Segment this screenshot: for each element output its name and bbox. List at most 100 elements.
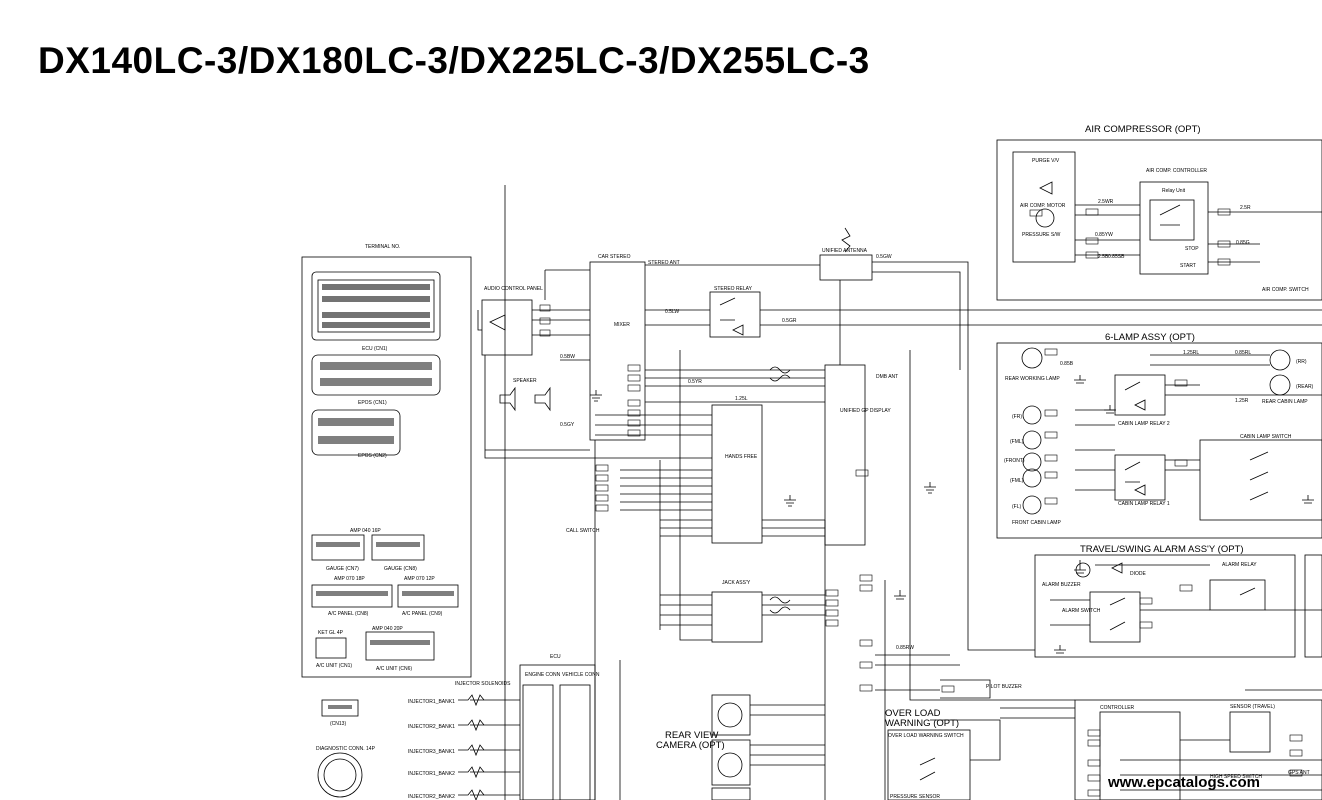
label-engine-conn: ENGINE CONN (525, 672, 561, 678)
wire-label: 0.85G (1236, 240, 1250, 246)
section-air-compressor: AIR COMPRESSOR (OPT) (1085, 124, 1201, 135)
label-mixer: MIXER (614, 322, 630, 328)
label-sensor-travel: SENSOR (TRAVEL) (1230, 704, 1275, 710)
section-rear-camera-2: CAMERA (OPT) (656, 740, 725, 751)
label-call-switch: CALL SWITCH (566, 528, 600, 534)
wire-label: 0.5GR (782, 318, 797, 324)
label-audio-panel: AUDIO CONTROL PANEL (484, 286, 543, 292)
label-pilot-buzzer: PILOT BUZZER (986, 684, 1022, 690)
label-dmb-ant: DMB ANT (876, 374, 898, 380)
label-cabin-lamp-switch: CABIN LAMP SWITCH (1240, 434, 1292, 440)
section-overload-2: WARNING (OPT) (885, 718, 959, 729)
controller-frame (1074, 699, 1322, 800)
label-gps-ant: GPS ANT (1288, 770, 1310, 776)
label-injector-1: INJECTOR1_BANK1 (408, 699, 455, 705)
label-alarm-relay: ALARM RELAY (1222, 562, 1257, 568)
section-rear-camera-1: REAR VIEW (665, 730, 718, 741)
section-six-lamp: 6-LAMP ASSY (OPT) (1105, 332, 1195, 343)
travel-alarm-frame (1034, 554, 1296, 658)
terminal-no-label: TERMINAL NO. (365, 244, 400, 250)
label-alarm-switch: ALARM SWITCH (1062, 608, 1101, 614)
label-lamp-pos-3: (FRONT) (1004, 458, 1025, 464)
label-ac-panel-cn8: A/C PANEL (CN8) (328, 611, 369, 617)
label-amp-070-18p: AMP 070 18P (334, 576, 365, 582)
label-lamp-pos-1: (FR) (1012, 414, 1022, 420)
label-injector-solenoids: INJECTOR SOLENOIDS (455, 681, 511, 687)
label-alarm-buzzer: ALARM BUZZER (1042, 582, 1081, 588)
label-stereo-relay: STEREO RELAY (714, 286, 753, 292)
label-diag-conn: DIAGNOSTIC CONN. 14P (316, 746, 376, 752)
label-ac-panel-cn9: A/C PANEL (CN9) (402, 611, 443, 617)
wire-label: 0.85RW (896, 645, 914, 651)
label-start: START (1180, 263, 1196, 269)
wire-label: 0.85SB (1108, 254, 1125, 260)
wire-label: 0.5GW (876, 254, 892, 260)
wire-label: 0.5BW (560, 354, 575, 360)
label-amp-040-16p: AMP 040 16P (350, 528, 381, 534)
label-air-comp-switch: AIR COMP. SWITCH (1262, 287, 1309, 293)
label-pressure-sw: PRESSURE S/W (1022, 232, 1061, 238)
label-ecu-cn1: ECU (CN1) (362, 346, 388, 352)
wire-label: 0.5YR (688, 379, 702, 385)
terminal-panel (301, 256, 472, 678)
label-jack-assy: JACK ASS'Y (722, 580, 751, 586)
wire-label: 1.25RL (1183, 350, 1199, 356)
label-lamp-pos-4: (FML) (1010, 478, 1024, 484)
label-stereo-ant: STEREO ANT (648, 260, 680, 266)
label-rear-pos-1: (RR) (1296, 359, 1307, 365)
wire-label: 0.5LW (665, 309, 679, 315)
label-kit-gl-4p: KET GL 4P (318, 630, 344, 636)
label-relay-unit: Relay Unit (1162, 188, 1186, 194)
label-front-cabin-lamp: FRONT CABIN LAMP (1012, 520, 1061, 526)
label-air-comp-controller: AIR COMP. CONTROLLER (1146, 168, 1207, 174)
wire-label: 2.5WR (1098, 199, 1114, 205)
label-injector-5: INJECTOR2_BANK2 (408, 794, 455, 800)
wire-label: 2.5B (1098, 254, 1109, 260)
label-cn13: (CN13) (330, 721, 346, 727)
wire-label: 2.5R (1240, 205, 1251, 211)
label-cabin-lamp-relay-2: CABIN LAMP RELAY 2 (1118, 421, 1170, 427)
label-car-stereo: CAR STEREO (598, 254, 631, 260)
label-amp-040-20p: AMP 040 20P (372, 626, 403, 632)
label-controller: CONTROLLER (1100, 705, 1135, 711)
label-stop: STOP (1185, 246, 1199, 252)
label-rear-pos-2: (REAR) (1296, 384, 1314, 390)
wire-label: 0.85YW (1095, 232, 1113, 238)
label-amp-070-12p: AMP 070 12P (404, 576, 435, 582)
label-injector-3: INJECTOR3_BANK1 (408, 749, 455, 755)
label-rear-working-lamp: REAR WORKING LAMP (1005, 376, 1060, 382)
label-unified-display: UNIFIED GP DISPLAY (840, 408, 891, 414)
label-injector-4: INJECTOR1_BANK2 (408, 771, 455, 777)
wire-label: 0.5GY (560, 422, 575, 428)
label-air-comp-motor: AIR COMP. MOTOR (1020, 203, 1066, 209)
label-vehicle-conn: VEHICLE CONN (562, 672, 600, 678)
wire-label: 0.85RL (1235, 350, 1251, 356)
label-ac-unit-cn6: A/C UNIT (CN6) (376, 666, 412, 672)
page-title: DX140LC-3/DX180LC-3/DX225LC-3/DX255LC-3 (38, 40, 870, 81)
wire-label: 0.85B (1060, 361, 1074, 367)
label-high-speed-switch: HIGH SPEED SWITCH (1210, 774, 1262, 780)
label-gauge-cn8: GAUGE (CN8) (384, 566, 417, 572)
label-lamp-pos-5: (FL) (1012, 504, 1022, 510)
section-travel-alarm: TRAVEL/SWING ALARM ASS'Y (OPT) (1080, 544, 1244, 555)
watermark: www.epcatalogs.com (1108, 774, 1260, 791)
label-lamp-pos-2: (FML) (1010, 439, 1024, 445)
label-diode: DIODE (1130, 571, 1147, 577)
label-purge-vv: PURGE V/V (1032, 158, 1060, 164)
label-gauge-cn7: GAUGE (CN7) (326, 566, 359, 572)
label-epos-cn2: EPOS (CN2) (358, 453, 387, 459)
label-unified-antenna: UNIFIED ANTENNA (822, 248, 868, 254)
section-overload-1: OVER LOAD (885, 708, 941, 719)
label-ac-unit-cn1: A/C UNIT (CN1) (316, 663, 352, 669)
label-hands-free: HANDS FREE (725, 454, 758, 460)
label-speaker: SPEAKER (513, 378, 537, 384)
wire-label: 1.25R (1235, 398, 1249, 404)
label-ecu: ECU (550, 654, 561, 660)
six-lamp-frame (996, 342, 1322, 539)
label-epos-cn1: EPOS (CN1) (358, 400, 387, 406)
air-compressor-frame (996, 139, 1322, 301)
label-cabin-lamp-relay-1: CABIN LAMP RELAY 1 (1118, 501, 1170, 507)
car-stereo-block (589, 261, 646, 441)
label-pressure-sensor: PRESSURE SENSOR (890, 794, 940, 800)
